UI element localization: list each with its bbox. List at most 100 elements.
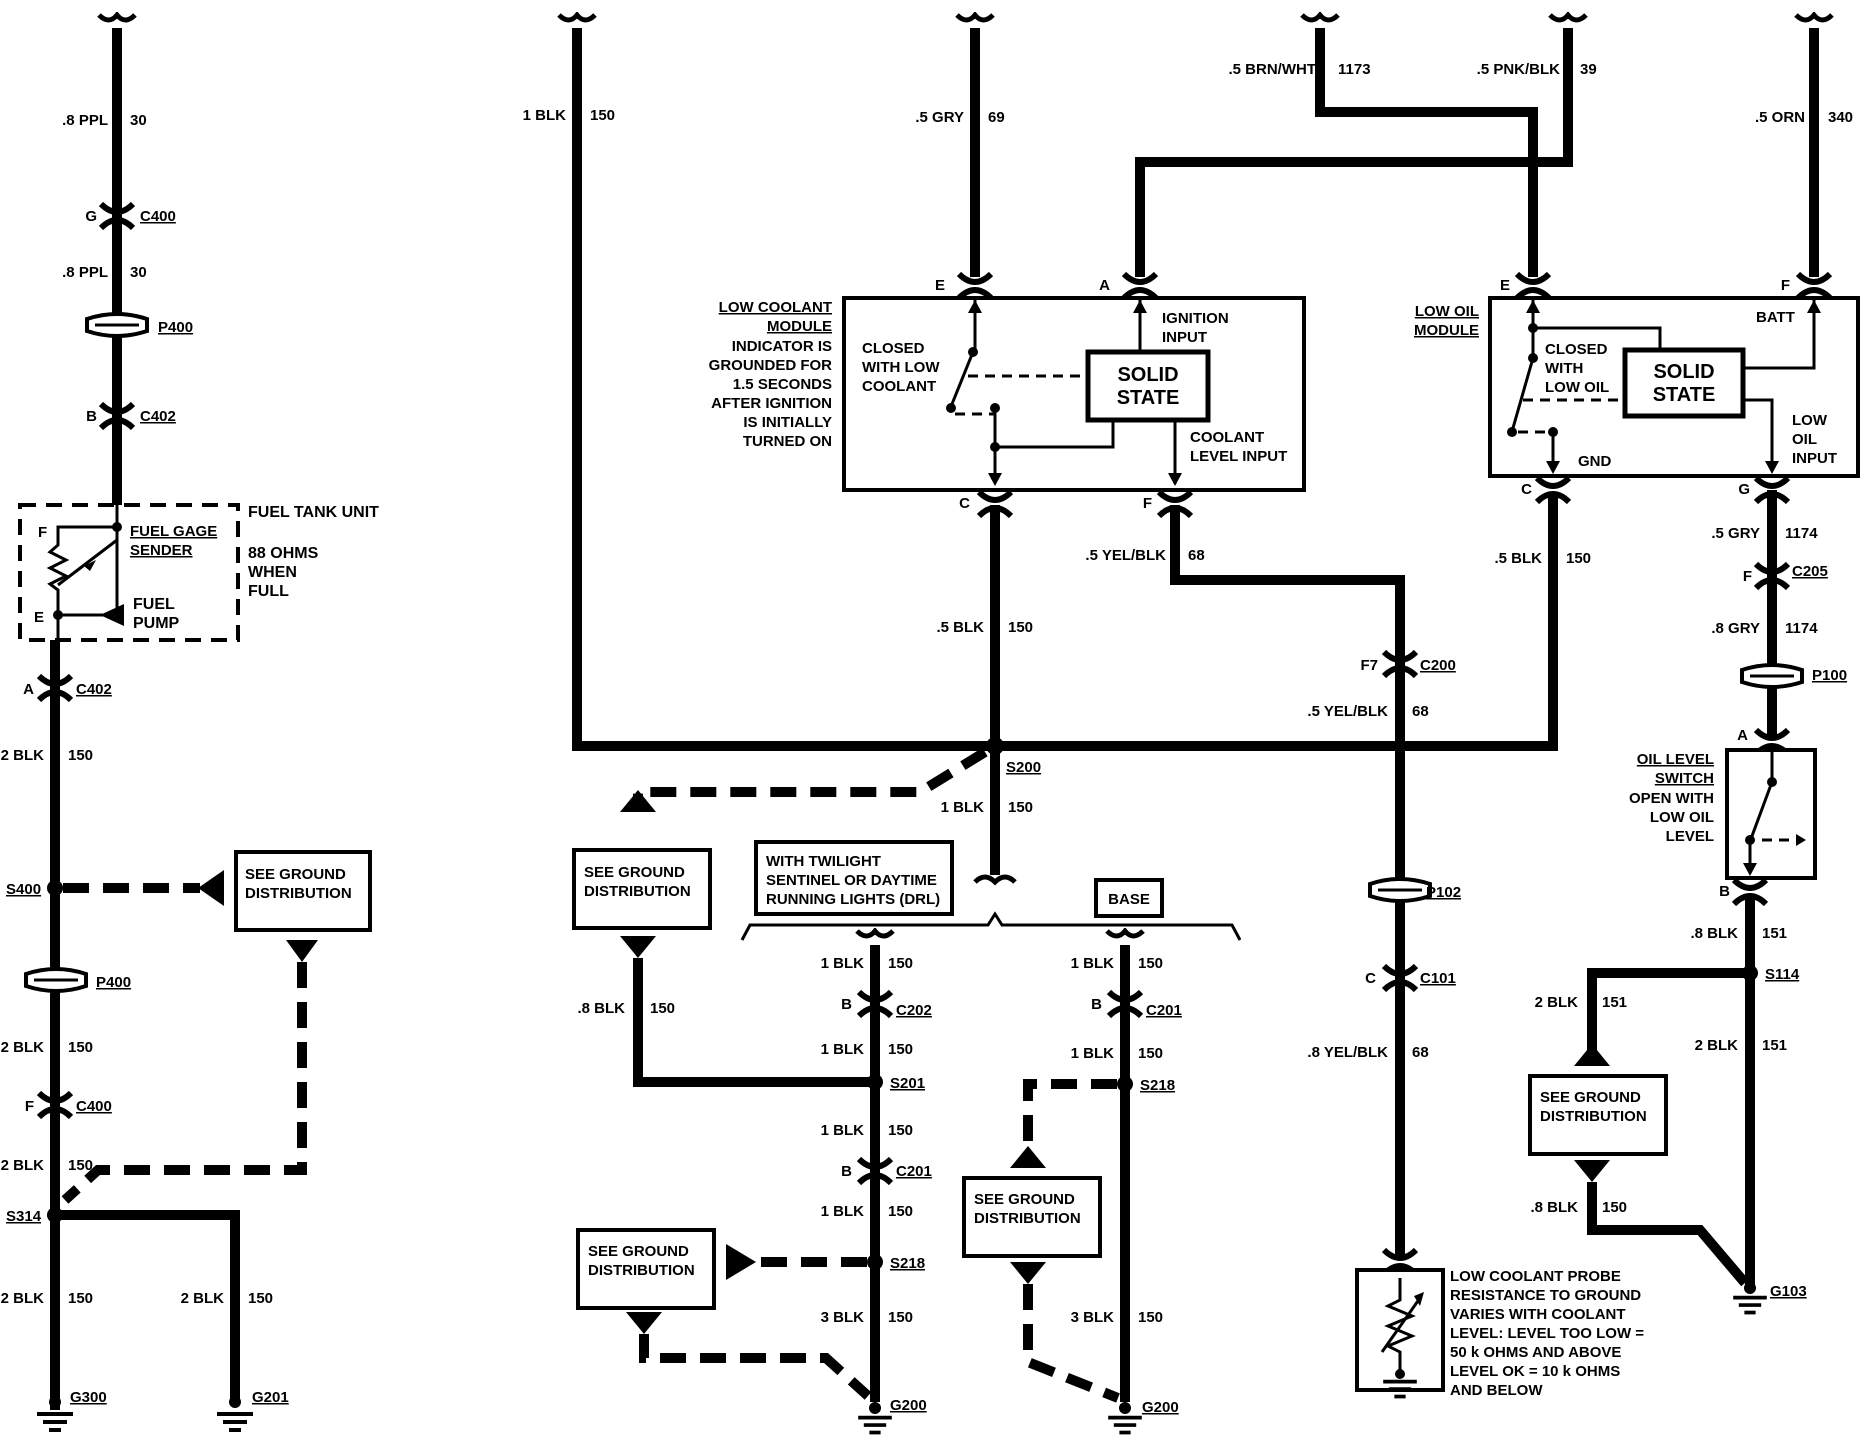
splice-s314-label: S314 bbox=[6, 1208, 42, 1225]
wire-number: 150 bbox=[888, 1122, 913, 1139]
splice-s400-dot bbox=[47, 880, 63, 896]
arrow-head-icon bbox=[1414, 1292, 1424, 1306]
wire-39 bbox=[1135, 28, 1573, 277]
connector-p102-label: P102 bbox=[1426, 884, 1461, 901]
pin-label: B bbox=[1719, 883, 1730, 900]
low-oil-module: E F LOW OIL MODULE CLOSED WITH LOW OIL G… bbox=[1414, 274, 1860, 502]
connector-c202-label: C202 bbox=[896, 1002, 932, 1019]
drl-option-box bbox=[754, 840, 954, 916]
see-ground-distribution-box[interactable] bbox=[572, 848, 712, 930]
pin-label: A bbox=[1737, 727, 1748, 744]
gnd-label: GND bbox=[1578, 453, 1612, 470]
see-ground-distribution-box[interactable] bbox=[576, 1228, 716, 1310]
wire-label: 2 BLK bbox=[181, 1290, 225, 1307]
wire-150-g103 bbox=[1587, 1182, 1749, 1287]
wire-number: 68 bbox=[1412, 1044, 1429, 1061]
fuel-gage-resistor-icon bbox=[46, 525, 117, 617]
internal-lead bbox=[1533, 326, 1662, 350]
option-bracket bbox=[740, 911, 1242, 941]
wire-1173 bbox=[1315, 28, 1538, 277]
inline-connector-p102-icon bbox=[1368, 877, 1432, 903]
drl-option-label-2: SENTINEL OR DAYTIME bbox=[766, 872, 937, 889]
splice-s400-label: S400 bbox=[6, 881, 41, 898]
pin-label: C bbox=[1521, 481, 1532, 498]
arrow-up-icon bbox=[1133, 300, 1147, 313]
pin-label: A bbox=[1099, 277, 1110, 294]
ground-g300-label: G300 bbox=[70, 1389, 107, 1406]
probe-desc-6: LEVEL OK = 10 k OHMS bbox=[1450, 1363, 1620, 1380]
solid-state-box bbox=[1085, 349, 1211, 423]
drl-option-label-1: WITH TWILIGHT bbox=[766, 853, 881, 870]
switch-title-2: SWITCH bbox=[1655, 770, 1714, 787]
wire-label: 1 BLK bbox=[523, 107, 567, 124]
splice-dot bbox=[112, 522, 122, 532]
arrow-up-icon bbox=[1807, 300, 1821, 313]
fuel-tank-unit-box bbox=[18, 503, 240, 642]
wire-number: 30 bbox=[130, 264, 147, 281]
connector-pin: B bbox=[86, 408, 97, 425]
wire-label: .8 BLK bbox=[1690, 925, 1738, 942]
wire-break-icon bbox=[973, 874, 1017, 886]
wire-label: .8 BLK bbox=[577, 1000, 625, 1017]
wire-150-top bbox=[572, 28, 995, 751]
wire-label: .8 PPL bbox=[62, 112, 108, 129]
wire-label: 3 BLK bbox=[1071, 1309, 1115, 1326]
ground-arrow-icon bbox=[198, 870, 224, 906]
wiper-arrow-icon bbox=[84, 560, 96, 571]
wire-label: .8 YEL/BLK bbox=[1307, 1044, 1388, 1061]
ground-arrow-icon bbox=[1574, 1044, 1610, 1066]
switch-label-2: WITH LOW bbox=[862, 359, 940, 376]
connector-c400-label: C400 bbox=[140, 208, 176, 225]
connector-c201-label: C201 bbox=[1146, 1002, 1182, 1019]
internal-splice-dot bbox=[990, 403, 1000, 413]
ground-arrow-icon bbox=[626, 1312, 662, 1334]
see-ground-distribution-box[interactable] bbox=[962, 1176, 1102, 1258]
wire-break-icon bbox=[559, 15, 595, 20]
connector-p400-label: P400 bbox=[158, 319, 193, 336]
wire-label: .8 PPL bbox=[62, 264, 108, 281]
wire-number: 39 bbox=[1580, 61, 1597, 78]
wire-label: .5 GRY bbox=[1711, 525, 1760, 542]
wire-151-branch bbox=[1587, 968, 1750, 1050]
see-ground-distribution-box[interactable] bbox=[1528, 1074, 1668, 1156]
splice-s200-label: S200 bbox=[1006, 759, 1041, 776]
module-pin-e-icon bbox=[959, 274, 991, 298]
ground-symbol-icon bbox=[1731, 1295, 1769, 1315]
wire-number: 150 bbox=[1566, 550, 1591, 567]
wire-number: 150 bbox=[1008, 799, 1033, 816]
wire-label: 1 BLK bbox=[821, 1203, 865, 1220]
wire-label: .5 BLK bbox=[1494, 550, 1542, 567]
switch-label-3: COOLANT bbox=[862, 378, 936, 395]
solid-state-label-1: SOLID bbox=[1653, 361, 1714, 383]
fuel-pump-label-2: PUMP bbox=[133, 615, 180, 632]
connector-c402-label: C402 bbox=[140, 408, 176, 425]
wire-number: 1174 bbox=[1785, 620, 1818, 637]
low-coolant-module-box bbox=[842, 296, 1306, 492]
connector-pin: A bbox=[23, 681, 34, 698]
see-ground-distribution-box[interactable] bbox=[234, 850, 372, 932]
ground-symbol-icon bbox=[856, 1415, 894, 1435]
wire-break-icon bbox=[1107, 931, 1143, 936]
switch-blade bbox=[950, 351, 975, 405]
module-note-3: 1.5 SECONDS bbox=[733, 376, 832, 393]
ground-path-dashed bbox=[633, 747, 988, 810]
wire-number: 151 bbox=[1762, 1037, 1787, 1054]
ground-arrow-icon bbox=[1574, 1160, 1610, 1182]
low-coolant-module: E A LOW COOLANT MODULE INDICATOR IS GROU… bbox=[709, 274, 1306, 516]
wire-number: 30 bbox=[130, 112, 147, 129]
low-oil-input-label-2: OIL bbox=[1792, 431, 1817, 448]
arrow-down-icon bbox=[1765, 461, 1779, 474]
batt-label: BATT bbox=[1756, 309, 1795, 326]
module-note-4: AFTER IGNITION bbox=[711, 395, 832, 412]
solid-state-label-2: STATE bbox=[1653, 384, 1716, 406]
fuel-tank-unit-desc-2: WHEN bbox=[248, 564, 297, 581]
wire-break-icon bbox=[1302, 15, 1338, 20]
inline-connector-p400-icon bbox=[85, 312, 149, 338]
wire-number: 69 bbox=[988, 109, 1005, 126]
module-title-1: LOW OIL bbox=[1415, 303, 1479, 320]
inline-connector-p400-icon bbox=[24, 967, 88, 993]
splice-s218-dot bbox=[1117, 1076, 1133, 1092]
fuel-tank-unit-title: FUEL TANK UNIT bbox=[248, 504, 379, 521]
wire-label: .5 PNK/BLK bbox=[1477, 61, 1561, 78]
